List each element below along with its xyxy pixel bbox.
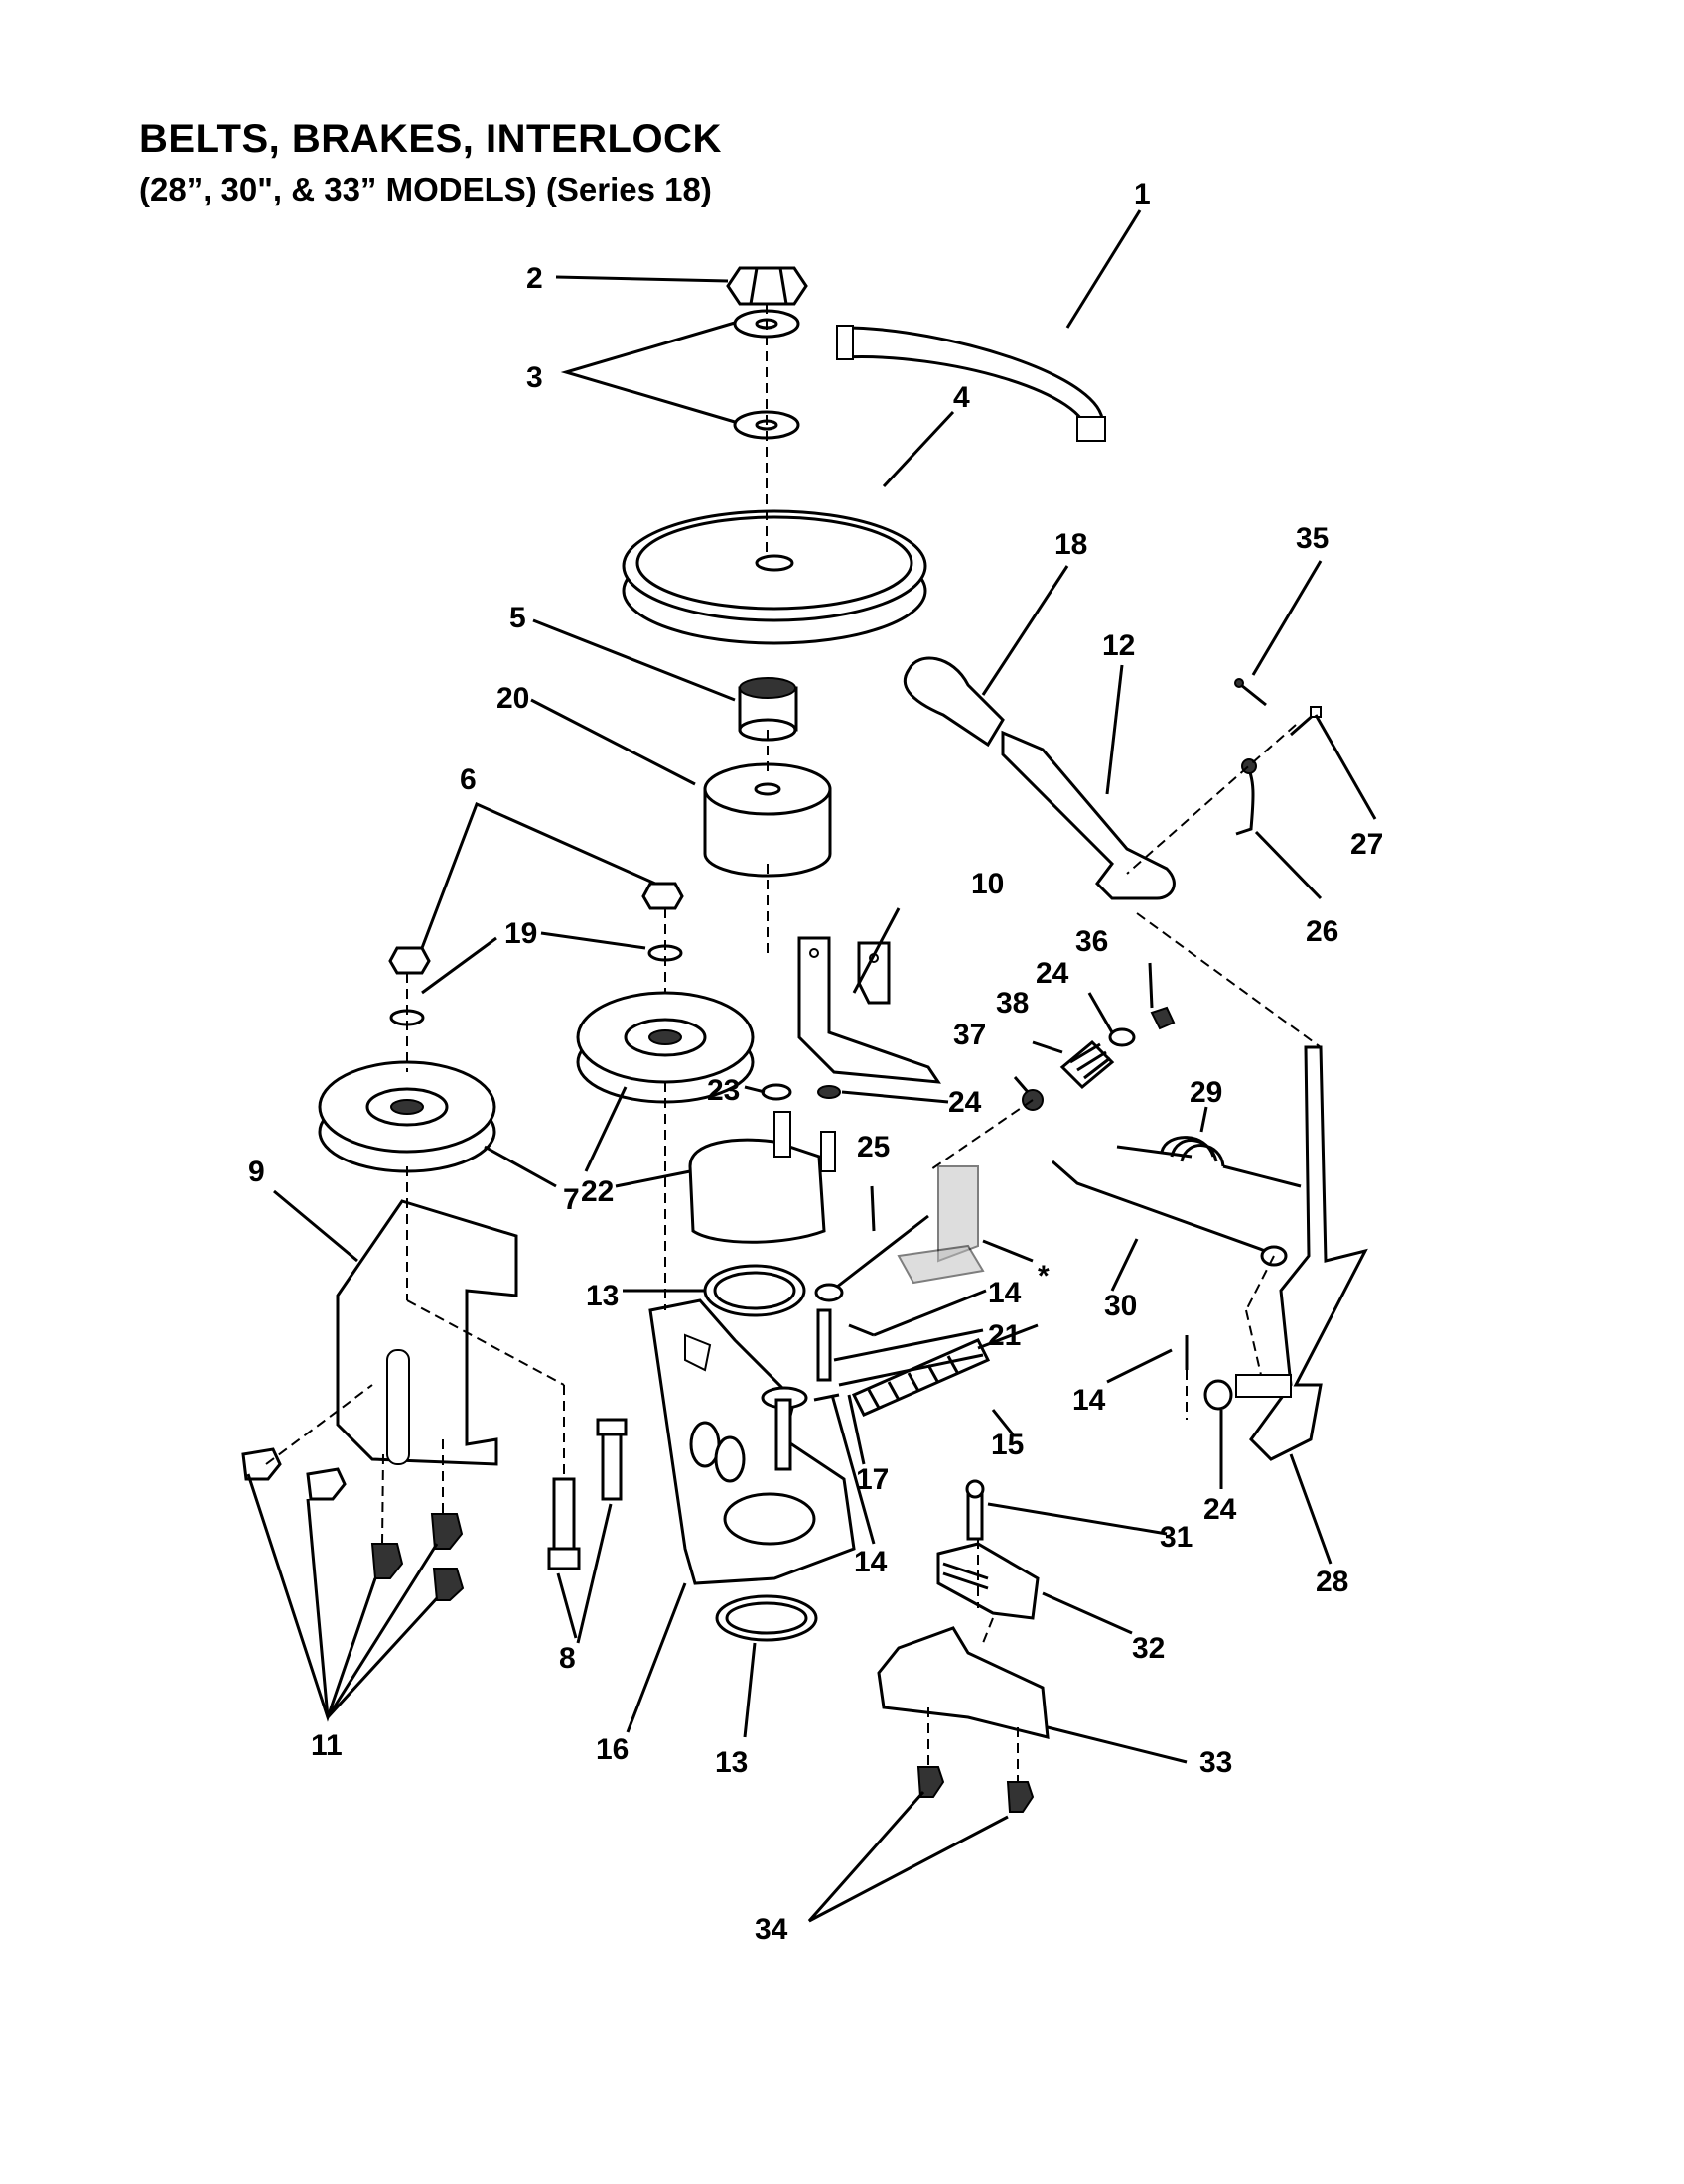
callout-29: 29: [1190, 1076, 1222, 1109]
callout-14-top: 14: [988, 1277, 1022, 1309]
callout-35: 35: [1296, 522, 1329, 555]
part-21-pins: [761, 1308, 832, 1471]
callout-labels: 1 2 3 4 5 20 18 12 35 27 26 6 19 10 36 2…: [248, 178, 1383, 1946]
callout-13-bottom: 13: [715, 1746, 748, 1779]
callout-24-top: 24: [1036, 957, 1069, 990]
part-22-brake-band: [688, 1111, 836, 1244]
part-16-mounting-plate: [648, 1298, 856, 1585]
part-10-bracket: [797, 936, 941, 1084]
part-33-switch-bracket: [877, 1626, 1050, 1739]
callout-33: 33: [1199, 1746, 1232, 1779]
part-30-rod: [1052, 1160, 1288, 1267]
callout-10: 10: [971, 868, 1004, 900]
callout-34: 34: [755, 1913, 788, 1946]
callout-25: 25: [857, 1131, 890, 1163]
callout-13-top: 13: [586, 1280, 619, 1312]
leader-lines: [246, 209, 1377, 1923]
callout-2: 2: [526, 262, 543, 295]
callout-24-mid: 24: [948, 1086, 982, 1119]
part-8-bolts: [547, 1418, 628, 1570]
callout-7: 7: [563, 1183, 580, 1216]
part-4-large-pulley: [622, 509, 927, 645]
callout-22: 22: [581, 1175, 614, 1208]
callout-6: 6: [460, 763, 477, 796]
callout-24-bottom: 24: [1203, 1493, 1237, 1526]
callout-20: 20: [496, 682, 529, 715]
part-29-torsion-spring: [1116, 1136, 1302, 1188]
callout-9: 9: [248, 1156, 265, 1188]
part-32-interlock-switch: [936, 1542, 1040, 1620]
part-7-idler-pulleys: [318, 991, 755, 1173]
callout-27: 27: [1350, 828, 1383, 861]
part-31-screw: [965, 1479, 985, 1541]
callout-14-right: 14: [1072, 1384, 1106, 1417]
part-star-bracket: [897, 1165, 985, 1285]
part-1-belt-guide: [836, 325, 1106, 442]
part-13-snap-rings: [703, 1264, 818, 1642]
callout-28: 28: [1316, 1566, 1348, 1598]
callout-1: 1: [1134, 178, 1151, 210]
callout-26: 26: [1306, 915, 1338, 948]
part-36-nut: [1150, 1006, 1176, 1030]
callout-38: 38: [996, 987, 1029, 1020]
callout-30: 30: [1104, 1290, 1137, 1322]
part-38-spring: [1059, 1039, 1115, 1090]
callout-32: 32: [1132, 1632, 1165, 1665]
callout-8: 8: [559, 1642, 576, 1675]
callout-3: 3: [526, 361, 543, 394]
alignment-lines: [265, 304, 1322, 1782]
part-9-bracket: [336, 1199, 518, 1466]
callout-23: 23: [707, 1074, 740, 1107]
part-27-pin: [1290, 706, 1322, 737]
part-28-pedal-lever: [1235, 1045, 1368, 1461]
callout-15: 15: [991, 1429, 1024, 1461]
callout-14-bottom: 14: [854, 1546, 888, 1578]
part-2-hex-nut: [726, 266, 808, 306]
callout-36: 36: [1075, 925, 1108, 958]
callout-37: 37: [953, 1019, 986, 1051]
callout-31: 31: [1160, 1521, 1193, 1554]
page-subtitle: (28”, 30", & 33” MODELS) (Series 18): [139, 171, 712, 207]
callout-star: *: [1038, 1260, 1050, 1293]
callout-21: 21: [988, 1319, 1021, 1352]
callout-11: 11: [311, 1729, 343, 1762]
page-title: BELTS, BRAKES, INTERLOCK: [139, 117, 722, 161]
part-18-handle-knob: [903, 656, 1005, 748]
part-35-pin: [1234, 678, 1267, 707]
callout-12: 12: [1102, 629, 1135, 662]
part-15-spring: [851, 1323, 1039, 1417]
part-25-rod: [814, 1214, 929, 1302]
part-24-washers: [817, 1027, 1233, 1411]
part-6-nuts: [388, 882, 684, 975]
callout-18: 18: [1054, 528, 1087, 561]
callout-17: 17: [856, 1463, 889, 1496]
part-23-washer: [761, 1083, 792, 1101]
part-34-screws: [916, 1766, 1035, 1813]
part-26-spring-clip: [1235, 758, 1257, 836]
part-20-hub: [703, 762, 832, 878]
part-12-brake-lever: [1001, 730, 1176, 900]
callout-4: 4: [953, 381, 970, 414]
part-11-bolts: [241, 1447, 465, 1601]
part-14-cotter-pins: [813, 1323, 1189, 1402]
callout-19: 19: [504, 917, 537, 950]
callout-16: 16: [596, 1733, 629, 1766]
callout-5: 5: [509, 602, 526, 634]
